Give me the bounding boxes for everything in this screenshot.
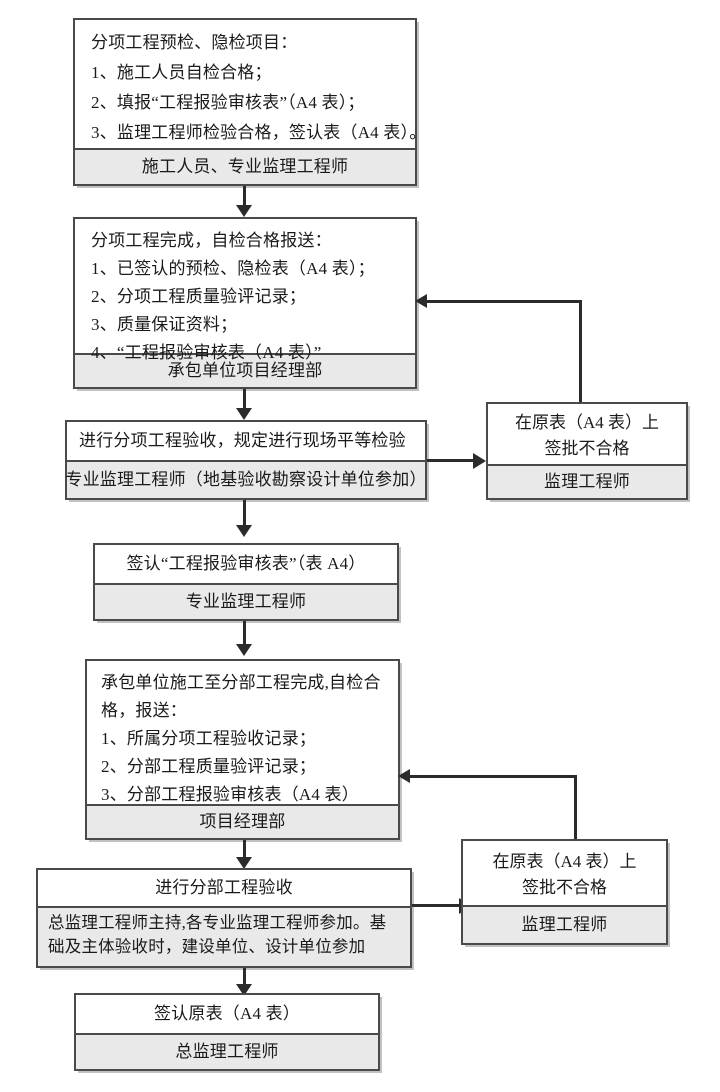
node-footer: 监理工程师 (463, 905, 666, 943)
arrowhead-n5-n6 (236, 857, 252, 869)
footer-label: 项目经理部 (199, 812, 286, 831)
footer-label: 专业监理工程师 (185, 592, 307, 611)
node-body: 分项工程预检、隐检项目： 1、施工人员自检合格； 2、填报“工程报验审核表”（A… (75, 20, 427, 148)
footer-label: 专业监理工程师（地基验收勘察设计单位参加） (65, 470, 427, 489)
body-line: 进行分部工程验收 (155, 878, 293, 897)
body-line: 进行分项工程验收，规定进行现场平等检验 (79, 431, 406, 450)
footer-label: 总监理工程师 (175, 1042, 279, 1061)
node-body: 分项工程完成，自检合格报送： 1、已签认的预检、隐检表（A4 表）； 2、分项工… (75, 219, 415, 362)
connector-r2-feedback-riser (574, 775, 577, 841)
connector-n1-n2 (243, 186, 246, 212)
body-line: 3、质量保证资料； (91, 315, 238, 334)
arrowhead-n3-n4 (236, 525, 252, 537)
footer-label: 监理工程师 (521, 915, 608, 934)
node-subitem-acceptance[interactable]: 进行分项工程验收，规定进行现场平等检验 专业监理工程师（地基验收勘察设计单位参加… (65, 420, 427, 500)
connector-n5-n6 (243, 840, 246, 864)
arrowhead-n2-n3 (236, 408, 252, 420)
connector-n2-n3 (243, 389, 246, 415)
arrowhead-n3-r1 (473, 453, 486, 469)
node-body: 在原表（A4 表）上 签批不合格 (488, 404, 686, 464)
body-line: 格，报送： (101, 701, 187, 720)
node-body: 签认原表（A4 表） (76, 995, 378, 1033)
node-division-complete-submit[interactable]: 承包单位施工至分部工程完成,自检合 格，报送： 1、所属分项工程验收记录； 2、… (85, 659, 400, 840)
body-line: 分项工程完成，自检合格报送： (91, 231, 332, 250)
footer-label: 总监理工程师主持,各专业监理工程师参加。基 (48, 913, 387, 932)
body-line: 1、已签认的预检、隐检表（A4 表）； (91, 259, 375, 278)
body-line: 2、分项工程质量验评记录； (91, 287, 307, 306)
body-line: 分项工程预检、隐检项目： (91, 33, 298, 52)
body-line: 签认原表（A4 表） (153, 1004, 301, 1023)
body-line: 2、填报“工程报验审核表”（A4 表）； (91, 93, 365, 112)
body-line: 2、分部工程质量验评记录； (101, 757, 317, 776)
connector-r1-feedback-horizontal (426, 300, 582, 303)
connector-n6-n7 (243, 968, 246, 990)
body-line: 1、施工人员自检合格； (91, 63, 272, 82)
node-body: 签认“工程报验审核表”（表 A4） (95, 545, 397, 583)
node-footer: 总监理工程师主持,各专业监理工程师参加。基 础及主体验收时，建设单位、设计单位参… (38, 906, 410, 966)
body-line: 在原表（A4 表）上 (492, 852, 637, 871)
node-sign-report-form[interactable]: 签认“工程报验审核表”（表 A4） 专业监理工程师 (93, 543, 399, 621)
connector-n3-n4 (243, 500, 246, 532)
arrowhead-n4-n5 (236, 644, 252, 656)
node-footer: 监理工程师 (488, 464, 686, 498)
connector-r2-feedback-horizontal (409, 775, 577, 778)
body-line: 3、分部工程报验审核表（A4 表） (101, 785, 359, 804)
node-body: 在原表（A4 表）上 签批不合格 (463, 841, 666, 905)
arrowhead-r1-to-n2 (415, 294, 427, 308)
body-line: 承包单位施工至分部工程完成,自检合 (101, 673, 381, 692)
node-division-acceptance[interactable]: 进行分部工程验收 总监理工程师主持,各专业监理工程师参加。基 础及主体验收时，建… (36, 868, 412, 968)
connector-n6-r2 (412, 904, 462, 907)
body-line: 在原表（A4 表）上 (514, 413, 660, 432)
node-reject-stamp-upper[interactable]: 在原表（A4 表）上 签批不合格 监理工程师 (486, 402, 688, 500)
footer-label: 施工人员、专业监理工程师 (141, 157, 349, 176)
node-footer: 专业监理工程师（地基验收勘察设计单位参加） (65, 460, 427, 498)
body-line: 签批不合格 (522, 878, 607, 897)
node-body: 承包单位施工至分部工程完成,自检合 格，报送： 1、所属分项工程验收记录； 2、… (87, 661, 398, 804)
node-subitem-complete-submit[interactable]: 分项工程完成，自检合格报送： 1、已签认的预检、隐检表（A4 表）； 2、分项工… (73, 217, 417, 389)
connector-n3-r1 (427, 459, 475, 462)
arrowhead-r2-to-n5 (398, 769, 410, 783)
node-footer: 施工人员、专业监理工程师 (75, 148, 415, 184)
node-sign-original-form[interactable]: 签认原表（A4 表） 总监理工程师 (74, 993, 380, 1071)
arrowhead-n1-n2 (236, 205, 252, 217)
footer-label: 监理工程师 (544, 472, 630, 491)
node-footer: 总监理工程师 (76, 1033, 378, 1069)
body-line: 4、“工程报验审核表（A4 表）” (91, 343, 322, 362)
node-reject-stamp-lower[interactable]: 在原表（A4 表）上 签批不合格 监理工程师 (461, 839, 668, 945)
body-line: 3、监理工程师检验合格，签认表（A4 表）。 (91, 123, 427, 142)
body-line: 签认“工程报验审核表”（表 A4） (126, 554, 366, 573)
node-body: 进行分项工程验收，规定进行现场平等检验 (67, 422, 425, 460)
footer-label: 承包单位项目经理部 (167, 361, 323, 380)
node-footer: 专业监理工程师 (95, 583, 397, 619)
node-footer: 项目经理部 (87, 804, 398, 838)
body-line: 1、所属分项工程验收记录； (101, 729, 317, 748)
node-subitem-precheck[interactable]: 分项工程预检、隐检项目： 1、施工人员自检合格； 2、填报“工程报验审核表”（A… (73, 18, 427, 186)
node-body: 进行分部工程验收 (38, 870, 410, 906)
body-line: 签批不合格 (544, 439, 630, 458)
connector-n4-n5 (243, 621, 246, 651)
footer-label: 础及主体验收时，建设单位、设计单位参加 (48, 937, 366, 956)
node-footer: 承包单位项目经理部 (75, 353, 415, 387)
connector-r1-feedback-riser (579, 300, 582, 404)
